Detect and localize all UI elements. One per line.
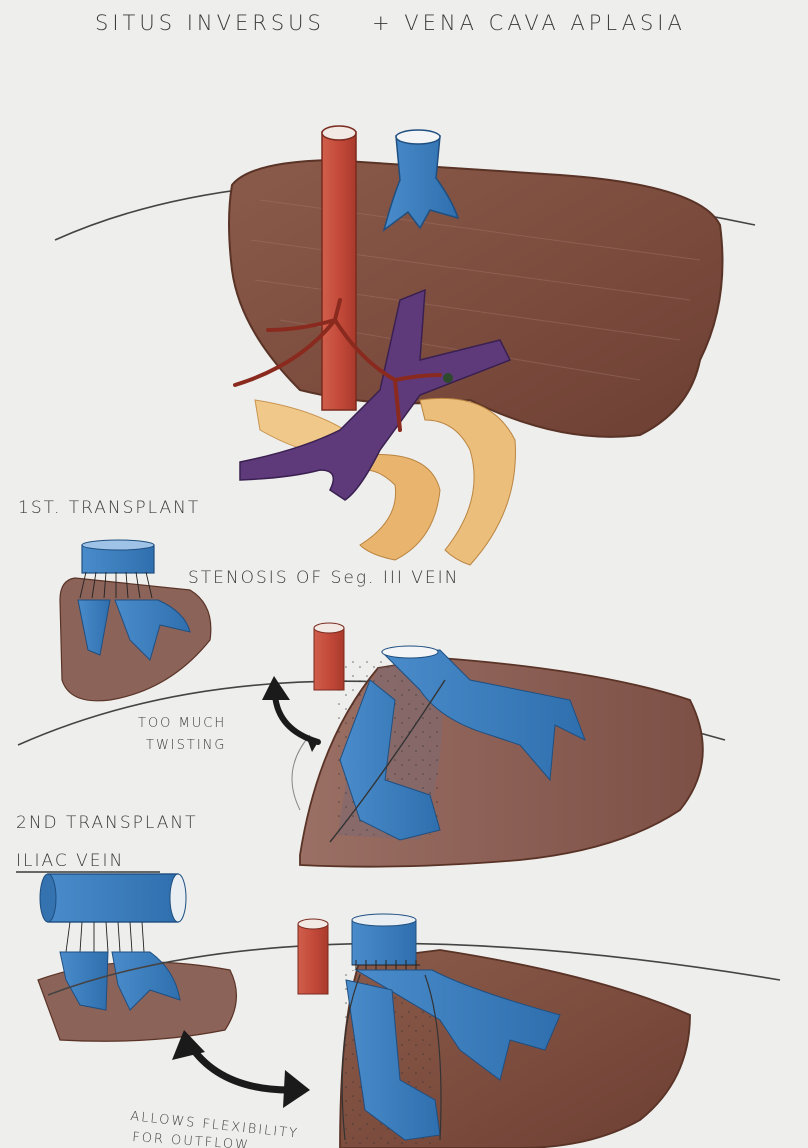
twist-arrow (275, 695, 318, 742)
graft1-cuff-opening (382, 646, 438, 658)
hepatic-vein-opening (396, 130, 440, 144)
label-first-transplant: 1ST. TRANSPLANT (18, 498, 200, 518)
aorta-stub-1-opening (314, 623, 344, 633)
title-left: SITUS INVERSUS (95, 11, 325, 35)
label-too-much: TOO MUCH (138, 716, 226, 731)
iliac-extension (352, 920, 416, 965)
label-second-transplant: 2ND TRANSPLANT (16, 813, 198, 833)
knot-mark (443, 373, 453, 383)
flexibility-arrow (172, 1030, 310, 1108)
inset2-sutures (66, 922, 144, 952)
bile-duct-middle (360, 454, 440, 560)
title: SITUS INVERSUS + VENA CAVA APLASIA (95, 11, 686, 35)
first-transplant-cuff-inset (60, 540, 211, 701)
liver-body (229, 160, 723, 437)
aorta-stub-2 (298, 924, 328, 994)
flex-arrow-head-right (283, 1070, 310, 1108)
label-iliac-vein: ILIAC VEIN (16, 851, 124, 871)
label-stenosis: STENOSIS OF Seg. III VEIN (188, 568, 459, 588)
twist-guide (292, 735, 310, 810)
iliac-end-right (170, 874, 186, 922)
aorta-opening (322, 126, 356, 140)
twist-arrow-head (262, 676, 290, 700)
iliac-vein-inset (38, 874, 236, 1041)
iliac-extension-opening (352, 914, 416, 926)
aorta-stub-2-opening (298, 919, 328, 929)
aorta-stub-1 (314, 628, 344, 690)
flex-arrow-shaft (190, 1045, 290, 1090)
iliac-end-left (40, 874, 56, 922)
iliac-graft (48, 874, 178, 922)
label-twisting: TWISTING (146, 738, 226, 753)
inset1-cuff-top (82, 540, 154, 550)
aorta (322, 132, 356, 410)
title-right: + VENA CAVA APLASIA (372, 11, 686, 35)
